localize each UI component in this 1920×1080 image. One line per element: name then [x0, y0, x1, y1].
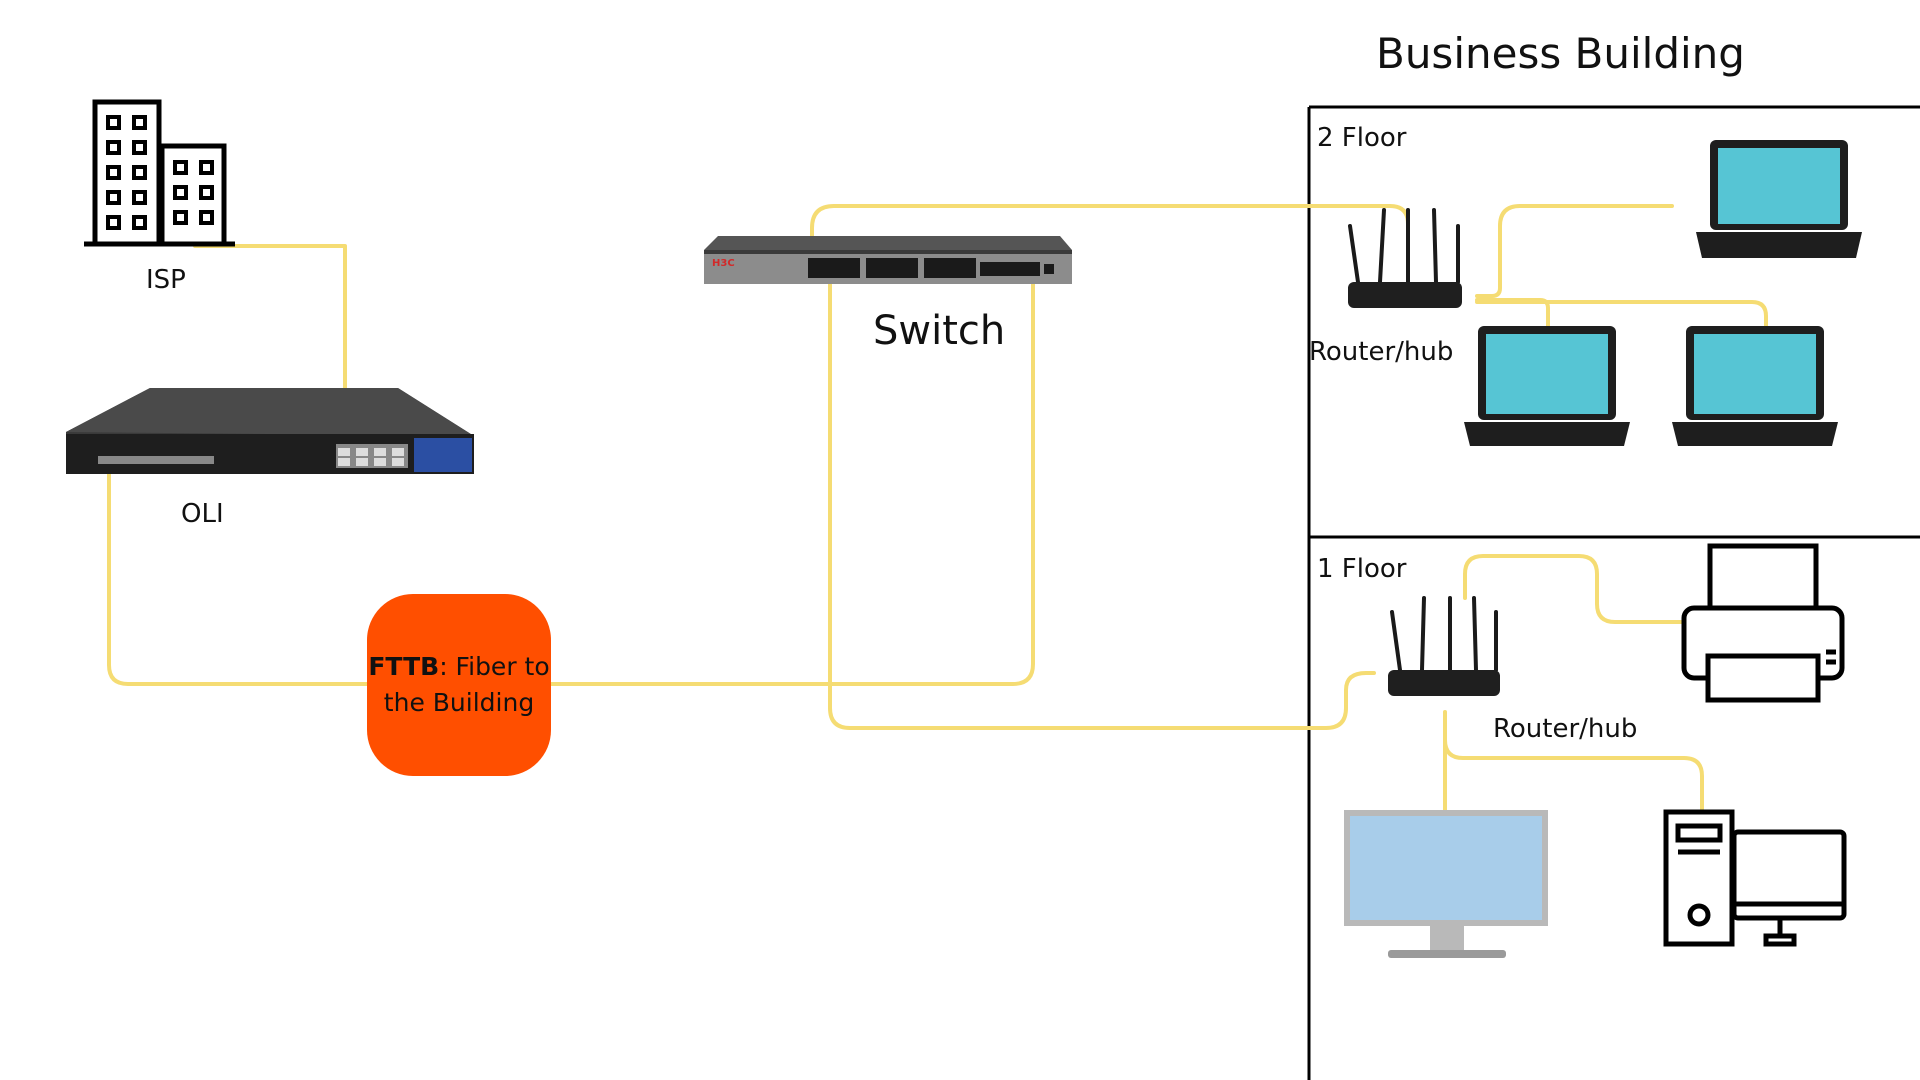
building-frame: [1307, 105, 1920, 1080]
floor2-label: 2 Floor: [1317, 123, 1407, 153]
network-switch-device: H3C: [704, 236, 1072, 284]
wireless-router-icon: [1348, 208, 1462, 308]
printer-icon: [1681, 543, 1845, 703]
fttb-text: FTTB: Fiber to the Building: [367, 649, 551, 721]
fttb-box: FTTB: Fiber to the Building: [367, 594, 551, 776]
desktop-pc-icon: [1663, 809, 1847, 947]
wire-isp-olt: [193, 244, 347, 450]
office-building-icon: [84, 99, 235, 247]
wireless-router-icon: [1388, 596, 1500, 696]
switch-label: Switch: [873, 308, 1005, 354]
wire-router2-laptop-top: [1475, 204, 1674, 298]
olt-rack-device: [66, 388, 474, 474]
wire-switch-router1: [828, 276, 1376, 730]
building-title: Business Building: [1376, 29, 1745, 78]
wire-router1-desktop: [1443, 738, 1704, 812]
wire-router2-laptop-right: [1475, 300, 1768, 328]
router2-label: Router/hub: [1309, 337, 1453, 367]
switch-brand: H3C: [712, 258, 735, 269]
olt-label: OLI: [181, 499, 224, 529]
monitor-icon: [1344, 810, 1548, 958]
laptop-icon: [1672, 326, 1838, 446]
isp-label: ISP: [146, 265, 186, 295]
wire-router1-printer: [1463, 554, 1684, 624]
fttb-abbrev: FTTB: [368, 652, 440, 681]
floor1-label: 1 Floor: [1317, 554, 1407, 584]
fttb-description: : Fiber to the Building: [383, 652, 550, 717]
router1-label: Router/hub: [1493, 714, 1637, 744]
laptop-icon: [1464, 326, 1630, 446]
laptop-icon: [1696, 140, 1862, 258]
wire-olt-fttb: [107, 466, 369, 686]
connections: [107, 204, 1768, 812]
wire-fttb-switch: [549, 276, 1035, 686]
